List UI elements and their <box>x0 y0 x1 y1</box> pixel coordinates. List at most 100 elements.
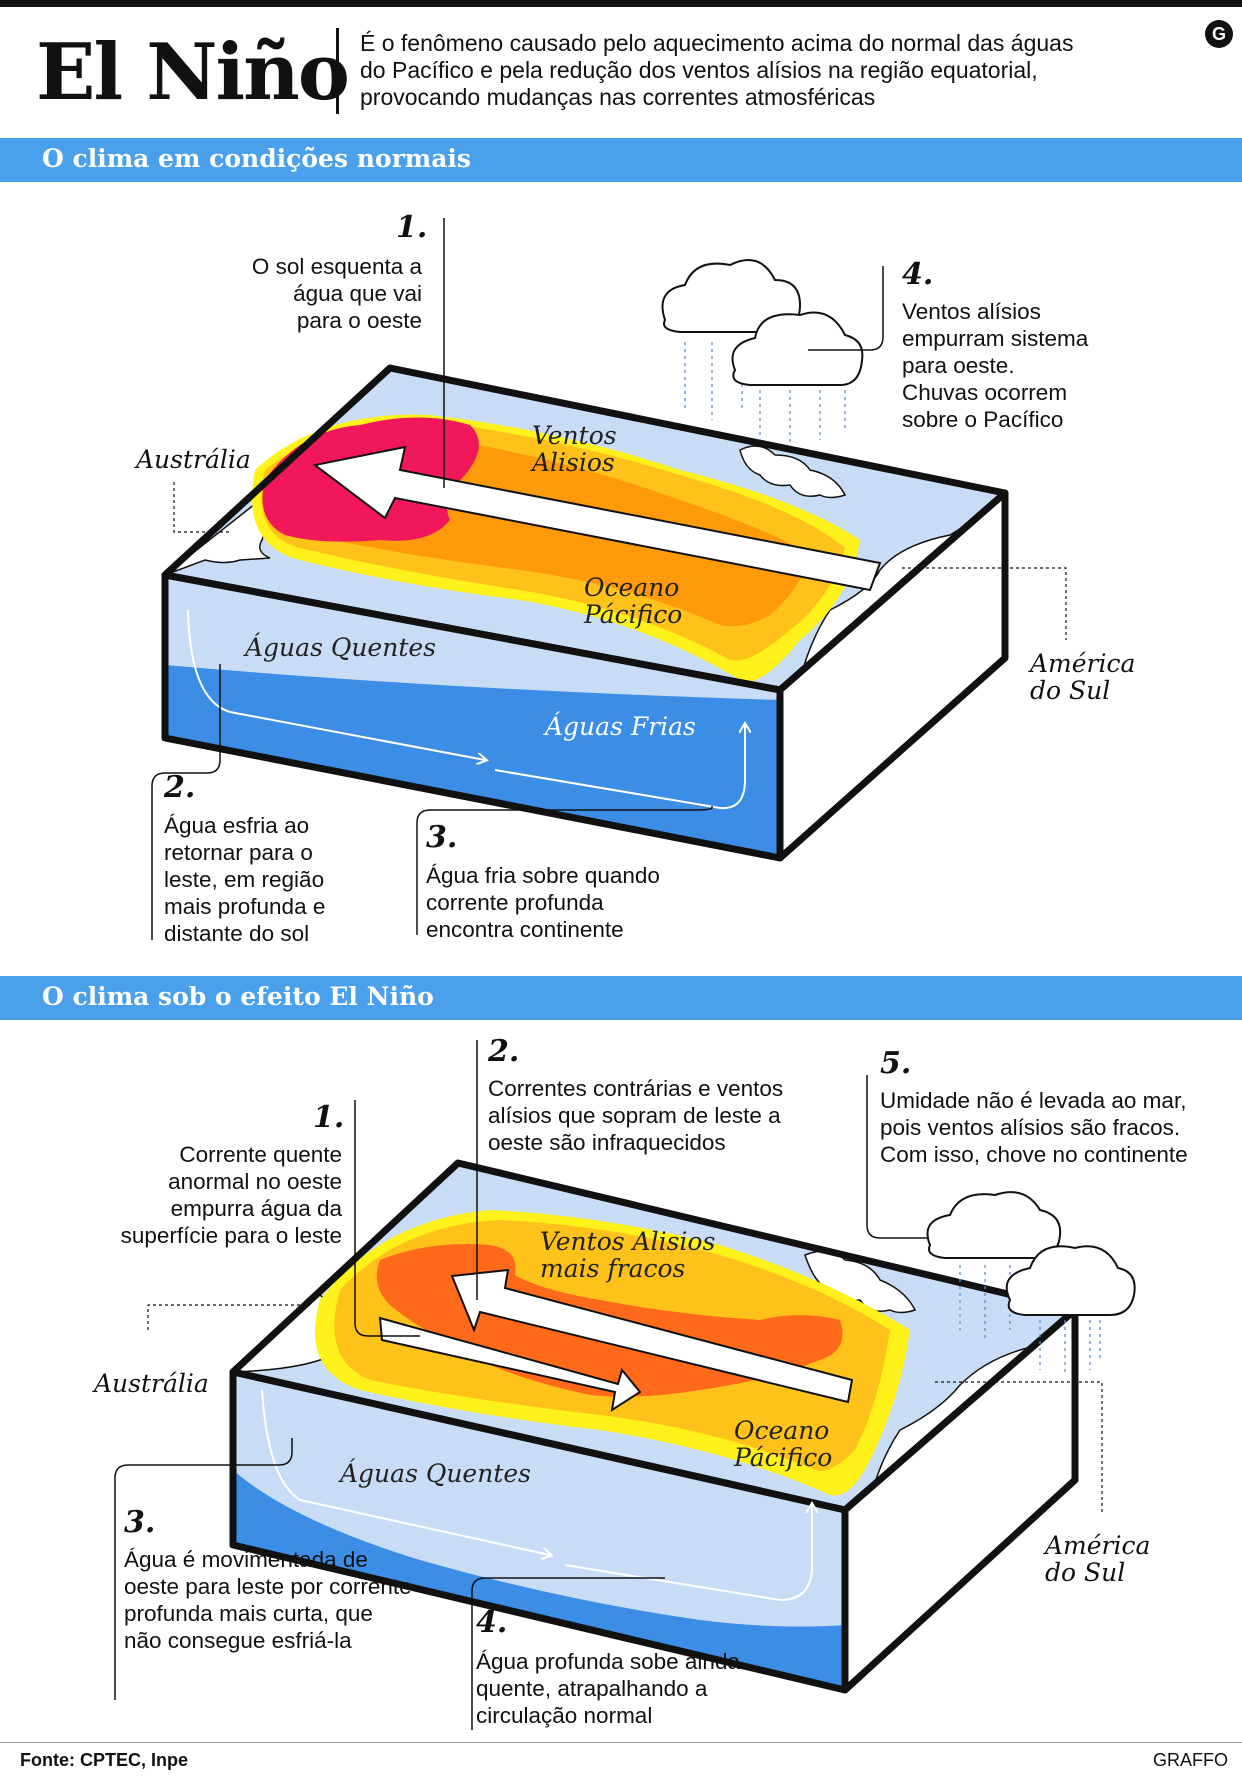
label-ocean-line1: Oceano <box>584 573 680 602</box>
step-number: 3. <box>426 820 458 855</box>
step-line: Umidade não é levada ao mar, <box>880 1088 1187 1113</box>
label-trade-winds-line1: Ventos <box>532 421 617 450</box>
step-2-text: Água esfria ao retornar para o leste, em… <box>164 812 384 947</box>
leader-line-3 <box>416 806 713 935</box>
step-line: profunda mais curta, que <box>124 1601 373 1626</box>
label-trade-winds-line1: Ventos Alisios <box>540 1227 716 1256</box>
step-line: Água profunda sobe ainda <box>476 1649 740 1674</box>
front-face <box>233 1372 845 1690</box>
step-line: Água esfria ao <box>164 813 310 838</box>
step-number: 1. <box>313 1100 345 1135</box>
step-line: sobre o Pacífico <box>902 407 1064 432</box>
step-line: alísios que sopram de leste a <box>488 1103 781 1128</box>
leader-line-3 <box>114 1438 293 1700</box>
step-line: mais profunda e <box>164 894 326 919</box>
label-america-line2: do Sul <box>1045 1558 1126 1587</box>
step-number: 1. <box>396 210 428 245</box>
step-number: 5. <box>880 1046 912 1081</box>
step-line: não consegue esfriá-la <box>124 1628 352 1653</box>
weak-trade-wind-arrow <box>450 1268 854 1404</box>
elnino-block-diagram <box>114 1040 1136 1730</box>
step-number: 4. <box>902 257 934 292</box>
step-line: corrente profunda <box>426 890 604 915</box>
step-number: 2. <box>488 1034 520 1069</box>
leader-line-australia <box>173 482 232 533</box>
step-line: circulação normal <box>476 1703 653 1728</box>
step-line: oeste para leste por corrente <box>124 1574 412 1599</box>
author-credit: GRAFFO <box>1153 1750 1228 1770</box>
step-line: empurra água da <box>170 1196 342 1221</box>
label-trade-winds-line2: Alisios <box>532 448 615 477</box>
rain-lines <box>959 1265 1101 1375</box>
step-line: O sol esquenta a <box>251 254 422 279</box>
step-line: anormal no oeste <box>168 1169 342 1194</box>
deep-current-arrow-2 <box>494 725 745 810</box>
step-line: Corrente quente <box>179 1142 342 1167</box>
step-line: pois ventos alísios são fracos. <box>880 1115 1181 1140</box>
leader-line-america <box>935 1381 1103 1515</box>
source-credit: Fonte: CPTEC, Inpe <box>20 1750 188 1770</box>
intro-text: É o fenômeno causado pelo aquecimento ac… <box>360 30 1160 111</box>
step-line: Correntes contrárias e ventos <box>488 1076 784 1101</box>
step-5-text: Umidade não é levada ao mar, pois ventos… <box>880 1087 1230 1168</box>
label-australia: Austrália <box>136 445 251 474</box>
step-number: 2. <box>164 770 196 805</box>
title-divider <box>336 28 339 114</box>
label-ocean-line2: Pácifico <box>584 600 683 629</box>
rain-lines <box>684 342 846 445</box>
step-1-text: O sol esquenta a água que vai para o oes… <box>180 253 422 334</box>
deep-water <box>233 1470 845 1690</box>
leader-line-australia <box>147 1304 310 1330</box>
side-face <box>841 1306 1079 1694</box>
step-line: retornar para o <box>164 840 313 865</box>
step-line: Água é movimentada de <box>124 1547 368 1572</box>
footer-rule <box>0 1742 1242 1743</box>
step-line: para o oeste <box>296 308 422 333</box>
step-line: Com isso, chove no continente <box>880 1142 1188 1167</box>
step-3-text: Água fria sobre quando corrente profunda… <box>426 862 716 943</box>
intro-line: do Pacífico e pela redução dos ventos al… <box>360 57 1038 83</box>
label-trade-winds-line2: mais fracos <box>540 1254 686 1283</box>
trade-wind-arrow <box>312 445 882 592</box>
leader-line-1 <box>354 1100 420 1337</box>
step-number: 4. <box>476 1605 508 1640</box>
step-1-text: Corrente quente anormal no oeste empurra… <box>80 1141 342 1249</box>
warm-current-arrow <box>378 1316 642 1413</box>
step-line: Água fria sobre quando <box>426 863 660 888</box>
step-line: superfície para o leste <box>120 1223 342 1248</box>
section-title-elnino: O clima sob o efeito El Niño <box>42 982 434 1011</box>
label-america-line1: América <box>1045 1531 1151 1560</box>
step-number: 3. <box>124 1505 156 1540</box>
leader-line-5 <box>866 1075 980 1239</box>
step-line: Ventos alísios <box>902 299 1041 324</box>
step-line: quente, atrapalhando a <box>476 1676 708 1701</box>
cloud-icon <box>926 1191 1062 1259</box>
step-2-text: Correntes contrárias e ventos alísios qu… <box>488 1075 828 1156</box>
step-line: distante do sol <box>164 921 310 946</box>
step-4-text: Água profunda sobe ainda quente, atrapal… <box>476 1648 776 1729</box>
step-3-lines: Água é movimentada de oeste para leste p… <box>124 1546 454 1654</box>
publisher-logo-icon: G <box>1205 20 1233 48</box>
side-face <box>776 489 1009 862</box>
step-line: água que vai <box>293 281 422 306</box>
cloud-icon <box>661 259 802 333</box>
deep-current-arrow <box>261 1389 550 1555</box>
section-band-normal: O clima em condições normais <box>0 138 1242 182</box>
step-line: empurram sistema <box>902 326 1089 351</box>
section-band-elnino: O clima sob o efeito El Niño <box>0 976 1242 1020</box>
top-rule <box>0 0 1242 7</box>
label-warm-waters: Águas Quentes <box>340 1459 532 1488</box>
cloud-icon <box>731 311 864 386</box>
label-america-line2: do Sul <box>1030 676 1111 705</box>
step-line: encontra continente <box>426 917 624 942</box>
label-ocean-line2: Pácifico <box>734 1443 833 1472</box>
intro-line: É o fenômeno causado pelo aquecimento ac… <box>360 30 1074 56</box>
step-line: para oeste. <box>902 353 1015 378</box>
central-america-landmass <box>739 445 847 499</box>
leader-line-4 <box>810 266 884 351</box>
label-warm-waters: Águas Quentes <box>245 633 437 662</box>
step-line: leste, em região <box>164 867 325 892</box>
step-line: Chuvas ocorrem <box>902 380 1068 405</box>
label-australia: Austrália <box>94 1369 209 1398</box>
